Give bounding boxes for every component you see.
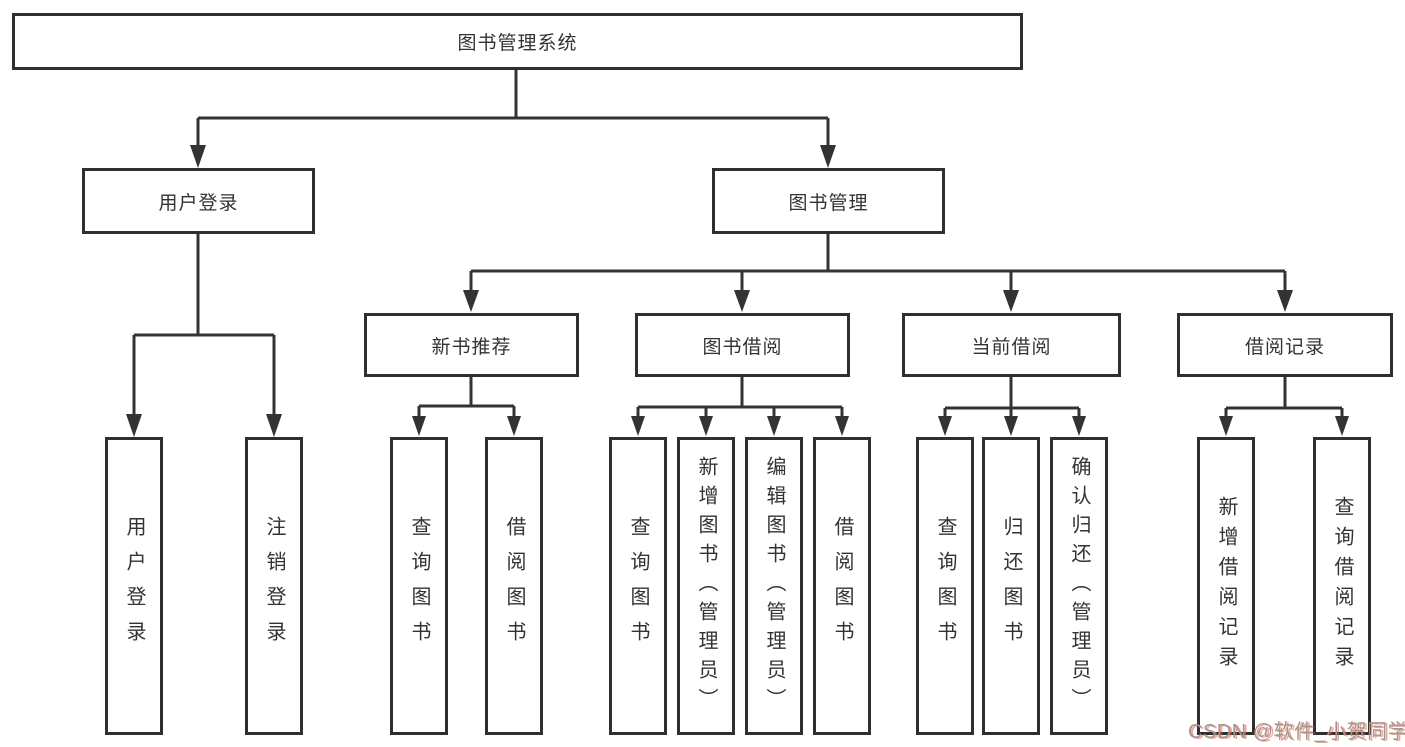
connector-book-borrow <box>631 377 849 436</box>
node-root-label: 图书管理系统 <box>457 33 578 54</box>
node-user-login-label: 用户登录 <box>158 192 239 214</box>
leaf-record-query-borrow-record: 查询借阅记录 <box>1313 437 1371 735</box>
leaf-user-login: 用户登录 <box>105 437 163 735</box>
node-user-login: 用户登录 <box>82 168 315 234</box>
leaf-newbook-borrow-books: 借阅图书 <box>485 437 543 735</box>
leaf-current-confirm-return-admin: 确认归还（管理员） <box>1050 437 1108 735</box>
node-book-management-label: 图书管理 <box>788 192 869 214</box>
leaf-borrow-borrow-books: 借阅图书 <box>813 437 871 735</box>
node-current-borrow: 当前借阅 <box>902 313 1121 377</box>
leaf-current-return-books-label: 归还图书 <box>1000 516 1022 656</box>
node-borrow-record: 借阅记录 <box>1177 313 1393 377</box>
leaf-borrow-add-books-admin-label: 新增图书（管理员） <box>695 455 717 717</box>
leaf-current-query-books: 查询图书 <box>916 437 974 735</box>
connector-root <box>190 70 836 168</box>
leaf-user-login-label: 用户登录 <box>123 516 145 656</box>
leaf-borrow-edit-books-admin-label: 编辑图书（管理员） <box>763 455 785 717</box>
connector-book-mgmt <box>463 234 1293 312</box>
leaf-logout: 注销登录 <box>245 437 303 735</box>
leaf-current-query-books-label: 查询图书 <box>934 516 956 656</box>
leaf-current-return-books: 归还图书 <box>982 437 1040 735</box>
leaf-newbook-query-books: 查询图书 <box>390 437 448 735</box>
leaf-borrow-add-books-admin: 新增图书（管理员） <box>677 437 735 735</box>
leaf-newbook-borrow-books-label: 借阅图书 <box>503 516 525 656</box>
node-root: 图书管理系统 <box>12 13 1023 70</box>
connector-user-login <box>126 234 282 437</box>
connector-borrow-record <box>1219 377 1349 436</box>
leaf-record-query-borrow-record-label: 查询借阅记录 <box>1331 496 1353 676</box>
leaf-borrow-query-books-label: 查询图书 <box>627 516 649 656</box>
leaf-record-add-borrow-record-label: 新增借阅记录 <box>1215 496 1237 676</box>
leaf-borrow-edit-books-admin: 编辑图书（管理员） <box>745 437 803 735</box>
node-current-borrow-label: 当前借阅 <box>971 336 1052 358</box>
leaf-borrow-borrow-books-label: 借阅图书 <box>831 516 853 656</box>
node-book-borrow-label: 图书借阅 <box>702 336 783 358</box>
leaf-newbook-query-books-label: 查询图书 <box>408 516 430 656</box>
leaf-current-confirm-return-admin-label: 确认归还（管理员） <box>1068 455 1090 717</box>
leaf-record-add-borrow-record: 新增借阅记录 <box>1197 437 1255 735</box>
node-book-borrow: 图书借阅 <box>635 313 850 377</box>
node-book-management: 图书管理 <box>712 168 945 234</box>
node-new-book-recommend: 新书推荐 <box>364 313 579 377</box>
node-borrow-record-label: 借阅记录 <box>1244 336 1325 358</box>
leaf-borrow-query-books: 查询图书 <box>609 437 667 735</box>
connector-new-book <box>412 377 521 436</box>
csdn-watermark: CSDN @软件_小贺同学 <box>1188 721 1405 743</box>
connector-current-borrow <box>938 377 1086 436</box>
node-new-book-recommend-label: 新书推荐 <box>431 336 512 358</box>
leaf-logout-label: 注销登录 <box>263 516 285 656</box>
